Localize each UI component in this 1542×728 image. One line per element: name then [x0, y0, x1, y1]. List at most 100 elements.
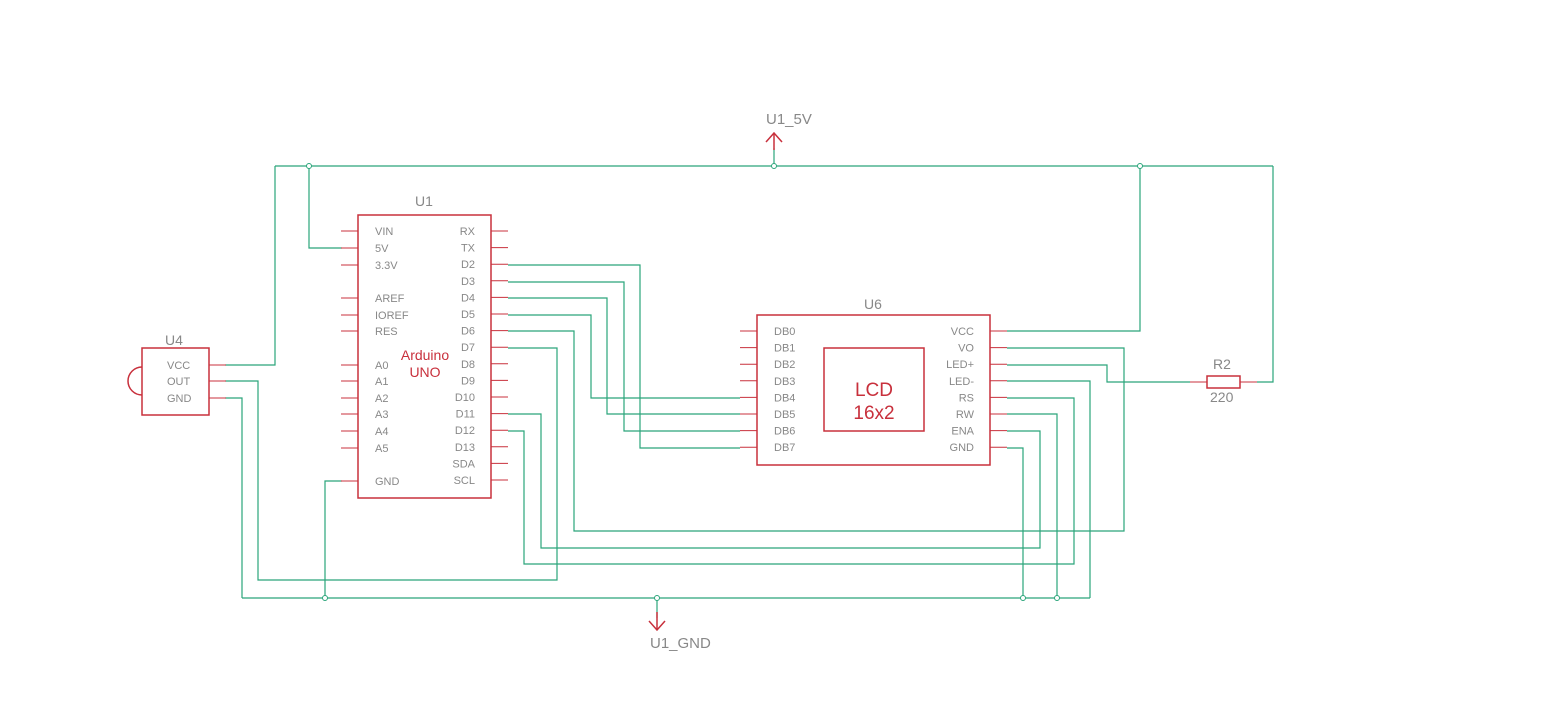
lcd-body [756, 314, 991, 466]
pin-gnd-label: GND [375, 476, 400, 488]
pin-db7-label: DB7 [774, 442, 795, 454]
junction [654, 595, 660, 601]
lcd-ref: U6 [864, 296, 882, 312]
junctions [306, 163, 1143, 601]
pin-a3-label: A3 [375, 409, 388, 421]
wire-sensor-gnd[interactable] [225, 397, 243, 598]
lcd-name-line1: LCD [855, 380, 893, 401]
pin-rx-label: RX [460, 226, 476, 238]
junction [1137, 163, 1143, 169]
pin-tx-label: TX [461, 243, 476, 255]
sensor-dome-icon [127, 366, 143, 396]
pin-db4-label: DB4 [774, 392, 795, 404]
pin-d12-label: D12 [455, 425, 475, 437]
pin-d5-label: D5 [461, 309, 475, 321]
arduino-uno-part[interactable]: U1 Arduino UNO VIN5V3.3VAREFIOREFRESA0A1… [341, 193, 508, 499]
pin-ena-label: ENA [951, 426, 974, 438]
pin-ledminus-label: LED+ [946, 359, 974, 371]
gnd-net-label: U1_GND [650, 635, 711, 652]
pin-res-label: RES [375, 326, 398, 338]
resistor-ref: R2 [1213, 356, 1231, 372]
wire-lcd-rw[interactable] [1007, 413, 1058, 598]
pin-rs-label: RS [959, 392, 974, 404]
pin-d9-label: D9 [461, 375, 475, 387]
wire-resistor-left[interactable] [1007, 364, 1190, 383]
wire-lcd-gnd[interactable] [1007, 447, 1024, 598]
wire-vcc-left-drop[interactable] [225, 166, 276, 366]
pin-a5-label: A5 [375, 443, 388, 455]
pin-d13-label: D13 [455, 442, 475, 454]
pin-a1-label: A1 [375, 376, 388, 388]
sensor-pin-gnd-label: GND [167, 393, 192, 405]
pin-db1-label: DB1 [774, 343, 795, 355]
wire-lcd-led-minus[interactable] [1007, 380, 1091, 598]
wire-d2-db7[interactable] [508, 264, 740, 449]
junction [306, 163, 312, 169]
pin-vo-label: VO [958, 343, 974, 355]
wire-d4-db5[interactable] [508, 297, 740, 415]
sensor-pin-out-label: OUT [167, 376, 191, 388]
pin-db3-label: DB3 [774, 376, 795, 388]
vcc-net-label: U1_5V [766, 111, 812, 128]
wires [225, 148, 1274, 618]
junction [1020, 595, 1026, 601]
lcd-screen [823, 347, 925, 432]
pin-d2-label: D2 [461, 259, 475, 271]
wire-d5-db4[interactable] [508, 314, 740, 399]
pin-d6-label: D6 [461, 326, 475, 338]
pin-ledminus-label: LED- [949, 376, 974, 388]
pin-a2-label: A2 [375, 393, 388, 405]
pin-a4-label: A4 [375, 426, 388, 438]
junction [771, 163, 777, 169]
pin-d4-label: D4 [461, 292, 475, 304]
resistor-value: 220 [1210, 389, 1234, 405]
wire-arduino-5v[interactable] [308, 166, 342, 249]
pin-vin-label: VIN [375, 226, 393, 238]
arduino-body [357, 214, 492, 499]
arduino-name-line1: Arduino [401, 347, 449, 363]
wire-resistor-right[interactable] [1257, 166, 1274, 383]
pin-ioref-label: IOREF [375, 310, 409, 322]
wire-sensor-out-d7[interactable] [225, 347, 558, 581]
pin-d11-label: D11 [456, 409, 475, 421]
pin-db0-label: DB0 [774, 326, 795, 338]
resistor-part[interactable]: R2 220 [1190, 356, 1257, 405]
pin-db5-label: DB5 [774, 409, 795, 421]
junction [322, 595, 328, 601]
pin-a0-label: A0 [375, 360, 388, 372]
wire-d12-rs[interactable] [508, 397, 1075, 565]
pin-d7-label: D7 [461, 342, 475, 354]
pin-gnd-label: GND [950, 442, 975, 454]
wire-d11-ena[interactable] [508, 413, 1041, 549]
resistor-body [1206, 375, 1241, 389]
junction [1054, 595, 1060, 601]
pin-db6-label: DB6 [774, 426, 795, 438]
pin-3-3v-label: 3.3V [375, 260, 398, 272]
sensor-ref: U4 [165, 332, 183, 348]
wire-lcd-vcc[interactable] [1007, 166, 1141, 332]
pin-vcc-label: VCC [951, 326, 974, 338]
pin-d10-label: D10 [455, 392, 475, 404]
vcc-net-symbol[interactable]: U1_5V [765, 111, 812, 150]
pin-d8-label: D8 [461, 359, 475, 371]
pin-sda-label: SDA [452, 458, 475, 470]
pin-rw-label: RW [956, 409, 975, 421]
pin-aref-label: AREF [375, 293, 405, 305]
gnd-net-symbol[interactable]: U1_GND [648, 612, 711, 652]
arduino-ref: U1 [415, 193, 433, 209]
wire-arduino-gnd[interactable] [324, 480, 342, 598]
wire-d6-vo[interactable] [508, 330, 1125, 532]
wire-d3-db6[interactable] [508, 281, 740, 432]
pin-d3-label: D3 [461, 276, 475, 288]
pin-db2-label: DB2 [774, 359, 795, 371]
pin-5v-label: 5V [375, 243, 389, 255]
lcd-right-pins: VCC VO LED+ LED- RS RW ENA GND [946, 326, 1007, 454]
lcd-name-line2: 16x2 [853, 403, 894, 424]
